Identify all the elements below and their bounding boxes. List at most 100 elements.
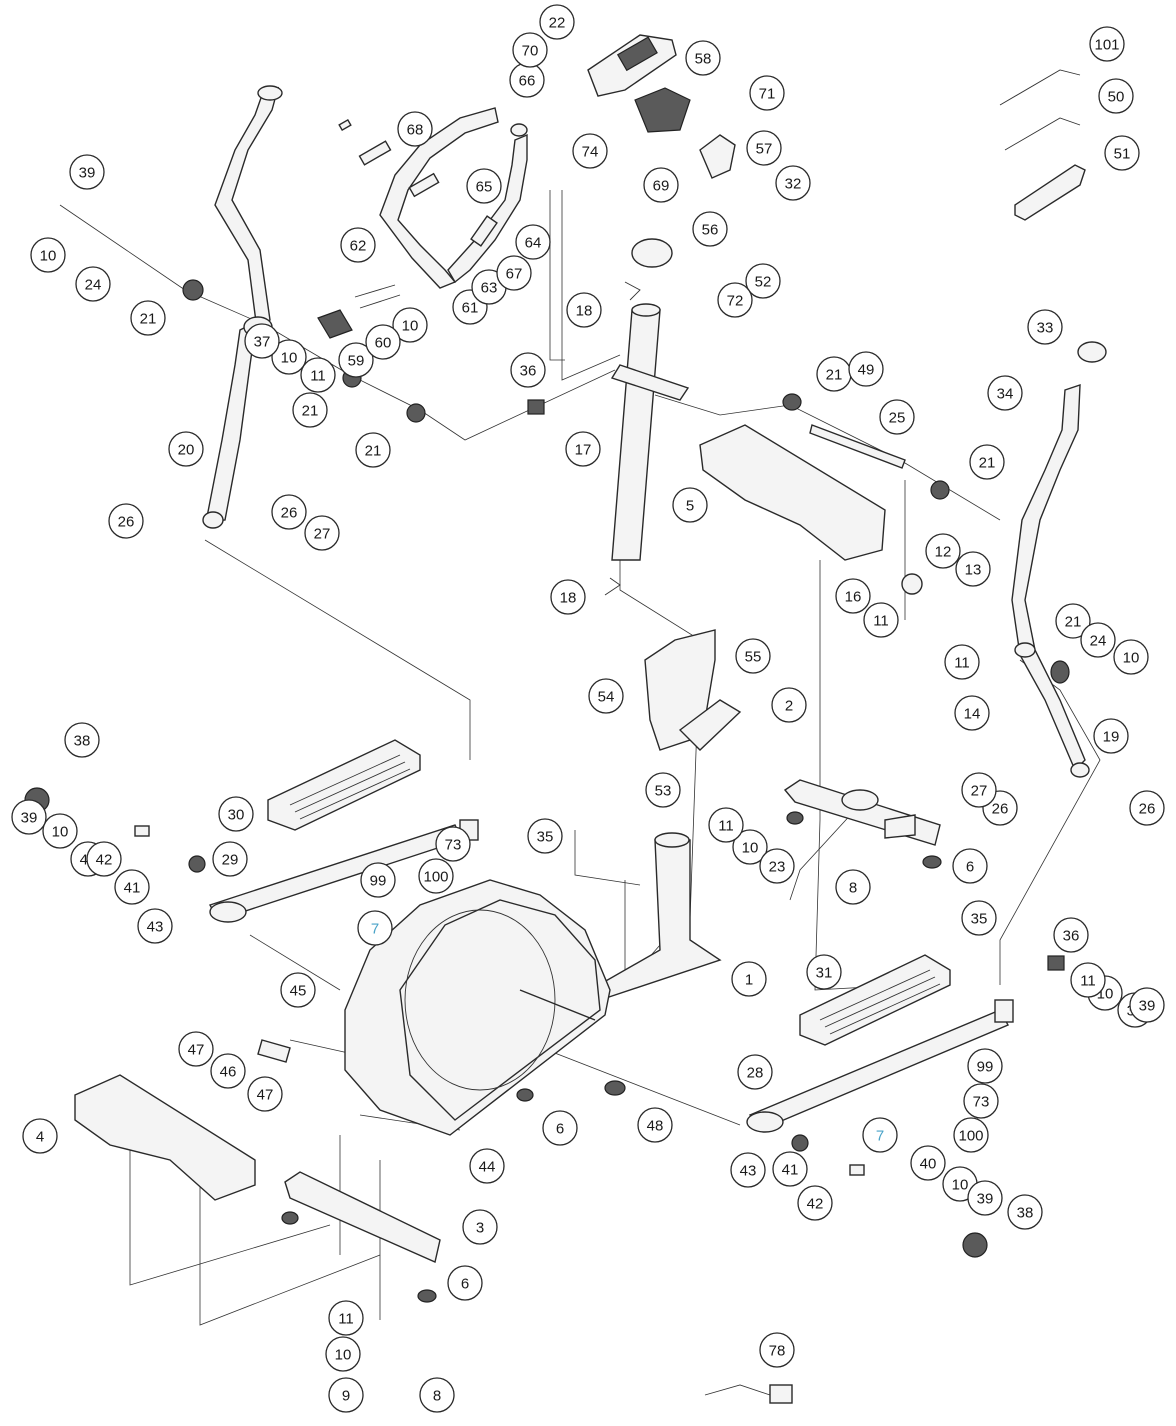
callout-number: 13 [965,562,982,579]
callout-circle [550,579,586,615]
callout-circle [86,841,122,877]
callout-19: 19 [1093,718,1129,754]
callout-68: 68 [397,111,433,147]
callout-number: 53 [655,783,672,800]
callout-circle [340,227,376,263]
callout-number: 47 [188,1042,205,1059]
callout-circle [75,266,111,302]
main-frame-post [654,832,690,848]
callout-number: 42 [807,1196,824,1213]
callout-circle [643,167,679,203]
callout-circle [835,578,871,614]
callout-circle [1070,962,1106,998]
callout-circle [772,1151,808,1187]
callout-circle [69,154,105,190]
callout-circle [365,324,401,360]
callout-38b: 38 [1007,1194,1043,1230]
callout-43a: 43 [137,908,173,944]
callout-number: 64 [525,235,542,252]
callout-20: 20 [168,431,204,467]
callout-number: 29 [222,852,239,869]
crank-axle [519,989,596,1021]
callout-circle [510,352,546,388]
callout-99b: 99 [967,1048,1003,1084]
callout-number: 10 [335,1347,352,1364]
callout-circle [392,307,428,343]
pedal-30-tread [289,754,411,820]
callout-70: 70 [512,32,548,68]
callout-number: 56 [702,222,719,239]
callout-number: 11 [310,368,326,385]
pedal-arm-28-bracket [994,999,1014,1023]
pedal-31-tread [819,969,941,1035]
callout-39c: 39 [1129,987,1165,1023]
callout-number: 65 [476,179,493,196]
callout-6c: 6 [447,1265,483,1301]
callout-number: 41 [124,880,141,897]
foot-6-b [516,1088,534,1102]
callout-circle [944,644,980,680]
callout-42b: 42 [797,1185,833,1221]
callout-35a: 35 [527,818,563,854]
callout-number: 10 [1123,650,1140,667]
callout-11f: 11 [328,1300,364,1336]
callout-56: 56 [692,211,728,247]
callout-number: 66 [519,73,536,90]
stabilizer-wheel [841,789,879,811]
callout-number: 34 [997,386,1014,403]
console-bracket-58 [634,87,691,133]
wrench-51 [1014,164,1086,221]
front-cover-4 [74,1074,256,1201]
callout-52: 52 [745,263,781,299]
right-handlebar-pivot [1014,642,1036,658]
callout-circle [565,431,601,467]
adapter-cable-78 [704,1384,771,1396]
callout-10b: 10 [392,307,428,343]
bracket-36-left [527,399,545,415]
callout-circle [515,224,551,260]
callout-circle [749,75,785,111]
callout-circle [848,351,884,387]
callout-circle [108,503,144,539]
handlebar-bracket-57 [699,134,736,179]
callout-circle [737,1054,773,1090]
pedal-arm-29-end [209,901,247,923]
callout-66: 66 [509,62,545,98]
callout-14: 14 [954,695,990,731]
callout-number: 67 [506,266,523,283]
callout-number: 36 [520,363,537,380]
callout-circle [338,342,374,378]
callout-number: 36 [1063,928,1080,945]
callout-circle [357,910,393,946]
callout-2: 2 [771,687,807,723]
callout-number: 33 [1037,320,1054,337]
callout-21b: 21 [292,392,328,428]
callout-number: 72 [727,293,744,310]
callout-18a: 18 [566,292,602,328]
callout-number: 21 [826,367,843,384]
callout-32: 32 [775,165,811,201]
callout-circle [771,687,807,723]
callout-circle [130,300,166,336]
callout-17: 17 [565,431,601,467]
callout-58: 58 [685,40,721,76]
callout-78: 78 [759,1332,795,1368]
flywheel-rim [404,909,556,1091]
callout-21e: 21 [969,444,1005,480]
callout-number: 32 [785,176,802,193]
callout-circle [637,1107,673,1143]
callout-number: 99 [370,873,387,890]
callout-number: 68 [407,122,424,139]
callout-circle [42,813,78,849]
callout-circle [304,515,340,551]
washer-48 [604,1080,626,1096]
callout-circle [963,1083,999,1119]
callout-7b: 7 [862,1117,898,1153]
callout-number: 31 [816,965,833,982]
callout-circle [271,339,307,375]
callout-37a: 37 [244,323,280,359]
callout-72: 72 [717,282,753,318]
screw-small [338,118,352,132]
callout-circle [967,1180,1003,1216]
